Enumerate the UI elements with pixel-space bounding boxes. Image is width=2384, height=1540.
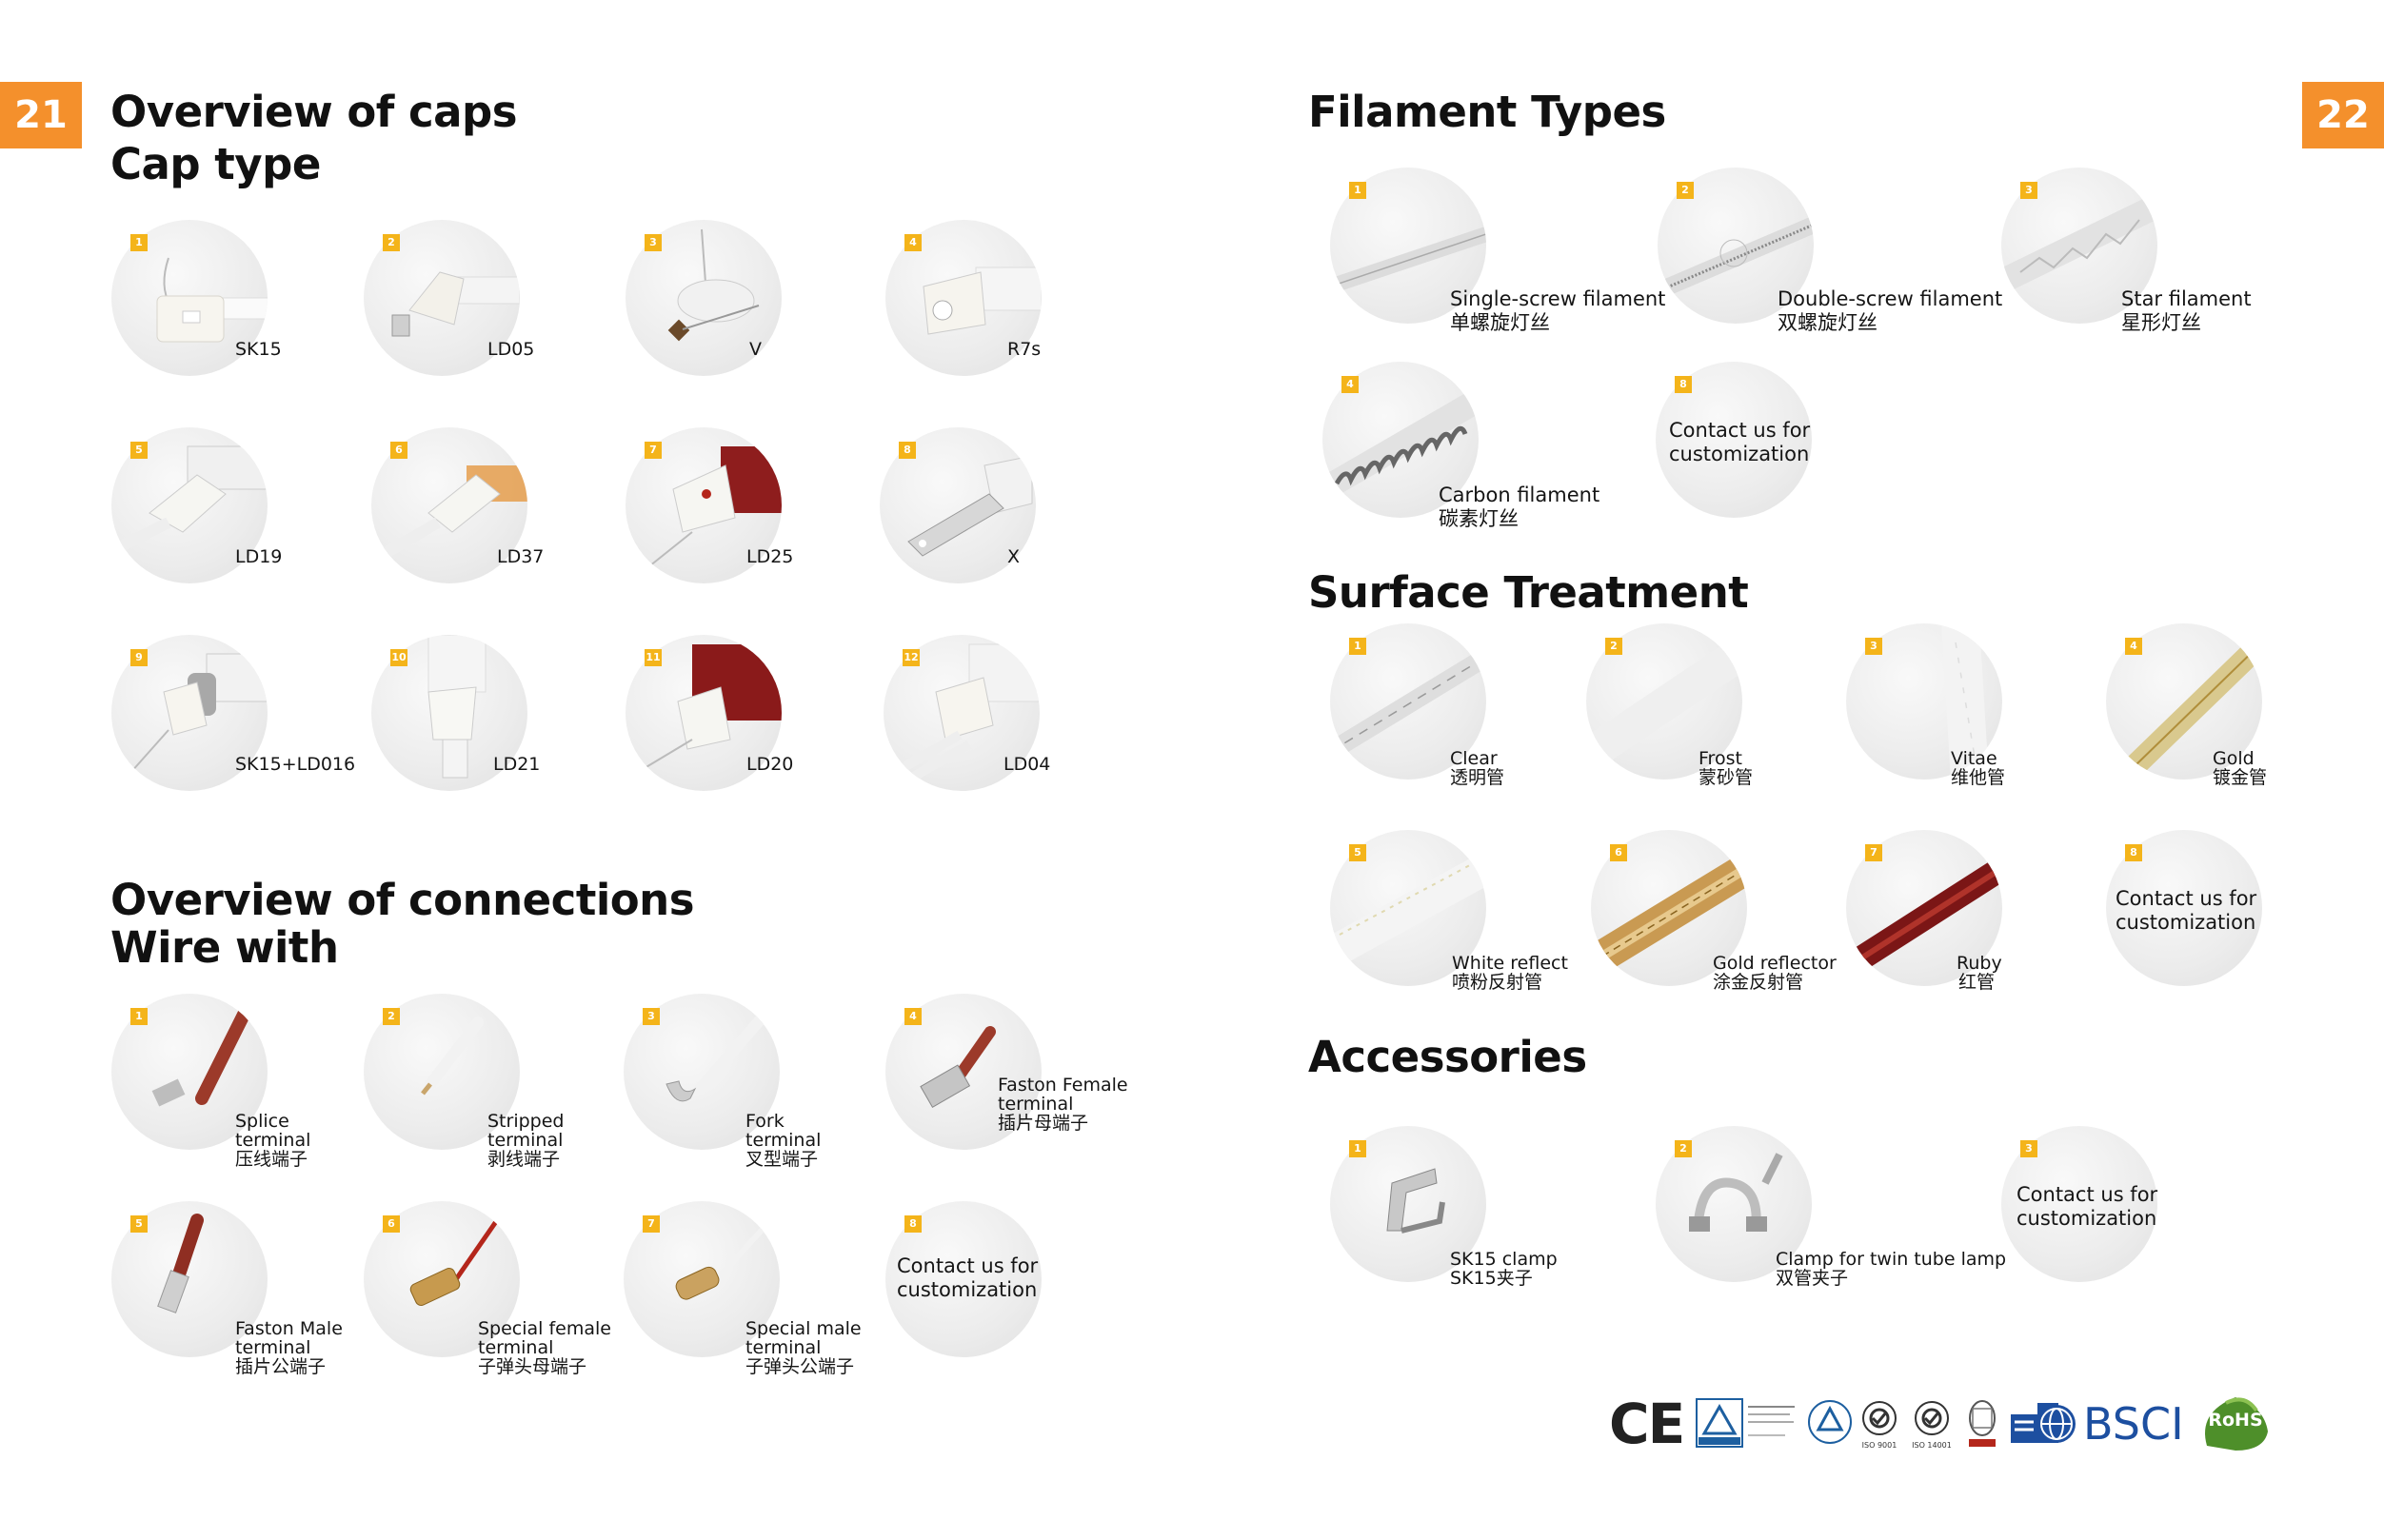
iso-14001-badge: ISO 14001 [1908,1399,1956,1451]
cap-label: V [749,339,762,360]
item-number-badge: 4 [2125,638,2142,655]
cap-image [111,635,268,791]
cap-label: LD19 [235,546,283,567]
cap-image [371,635,527,791]
item-number-badge: 3 [2020,1140,2037,1157]
cap-label: R7s [1007,339,1042,360]
item-number-badge: 10 [390,649,407,666]
item-number-badge: 1 [1349,638,1366,655]
connection-image [111,994,268,1150]
cap-type-subtitle: Cap type [110,139,321,189]
item-number-badge: 5 [130,1215,148,1233]
bureau-veritas-icon [1969,1400,1996,1447]
cap-label: LD21 [493,754,541,775]
item-number-badge: 3 [645,234,662,251]
item-number-badge: 12 [903,649,920,666]
item-number-badge: 2 [1675,1140,1692,1157]
surface-image [1846,830,2002,986]
page-number-right: 22 [2302,82,2384,148]
cap-image [364,220,520,376]
item-number-badge: 4 [904,234,922,251]
cap-label: LD25 [746,546,794,567]
item-number-badge: 1 [1349,1140,1366,1157]
item-number-badge: 3 [643,1008,660,1025]
tuv-rheinland-logo [1696,1398,1795,1448]
cap-image [626,635,782,791]
cap-label: SK15 [235,339,282,360]
item-number-badge: 5 [130,442,148,459]
item-number-badge: 1 [1349,182,1366,199]
item-number-badge: 6 [390,442,407,459]
item-number-badge: 8 [1675,376,1692,393]
page-number-left: 21 [0,82,82,148]
bsci-wordmark: BSCI [2083,1398,2184,1450]
cap-label: LD05 [487,339,535,360]
item-number-badge: 1 [130,234,148,251]
caps-title: Overview of caps [110,87,518,137]
item-number-badge: 3 [1865,638,1882,655]
cap-label: X [1007,546,1021,567]
item-number-badge: 8 [2125,844,2142,861]
item-number-badge: 7 [645,442,662,459]
cap-label: LD20 [746,754,794,775]
cap-image [884,635,1040,791]
item-number-badge: 5 [1349,844,1366,861]
tuv-certified-icon [1808,1400,1852,1444]
rohs-logo: RoHS [2197,1393,2274,1452]
item-number-badge: 2 [383,1008,400,1025]
item-number-badge: 7 [643,1215,660,1233]
bsci-globe-icon [2011,1403,2076,1443]
ce-mark: CE [1609,1392,1685,1456]
item-number-badge: 1 [130,1008,148,1025]
item-number-badge: 6 [1610,844,1627,861]
filament-types-title: Filament Types [1308,87,1666,137]
item-number-badge: 7 [1865,844,1882,861]
iso-9001-badge: ISO 9001 [1858,1399,1900,1451]
wire-with-subtitle: Wire with [110,922,339,973]
item-number-badge: 11 [645,649,662,666]
item-number-badge: 8 [899,442,916,459]
surface-treatment-title: Surface Treatment [1308,567,1749,618]
item-number-badge: 4 [1341,376,1359,393]
cap-label: SK15+LD016 [235,754,356,775]
item-number-badge: 2 [383,234,400,251]
certification-logos: CE ISO 9001 ISO 14001 BSCI RoHS [1609,1392,2275,1456]
item-number-badge: 2 [1677,182,1694,199]
item-number-badge: 2 [1605,638,1622,655]
item-number-badge: 4 [904,1008,922,1025]
connections-title: Overview of connections [110,875,695,925]
accessories-title: Accessories [1308,1032,1587,1082]
item-number-badge: 6 [383,1215,400,1233]
cap-label: LD04 [1003,754,1051,775]
cap-label: LD37 [497,546,545,567]
item-number-badge: 9 [130,649,148,666]
item-number-badge: 3 [2020,182,2037,199]
item-number-badge: 8 [904,1215,922,1233]
